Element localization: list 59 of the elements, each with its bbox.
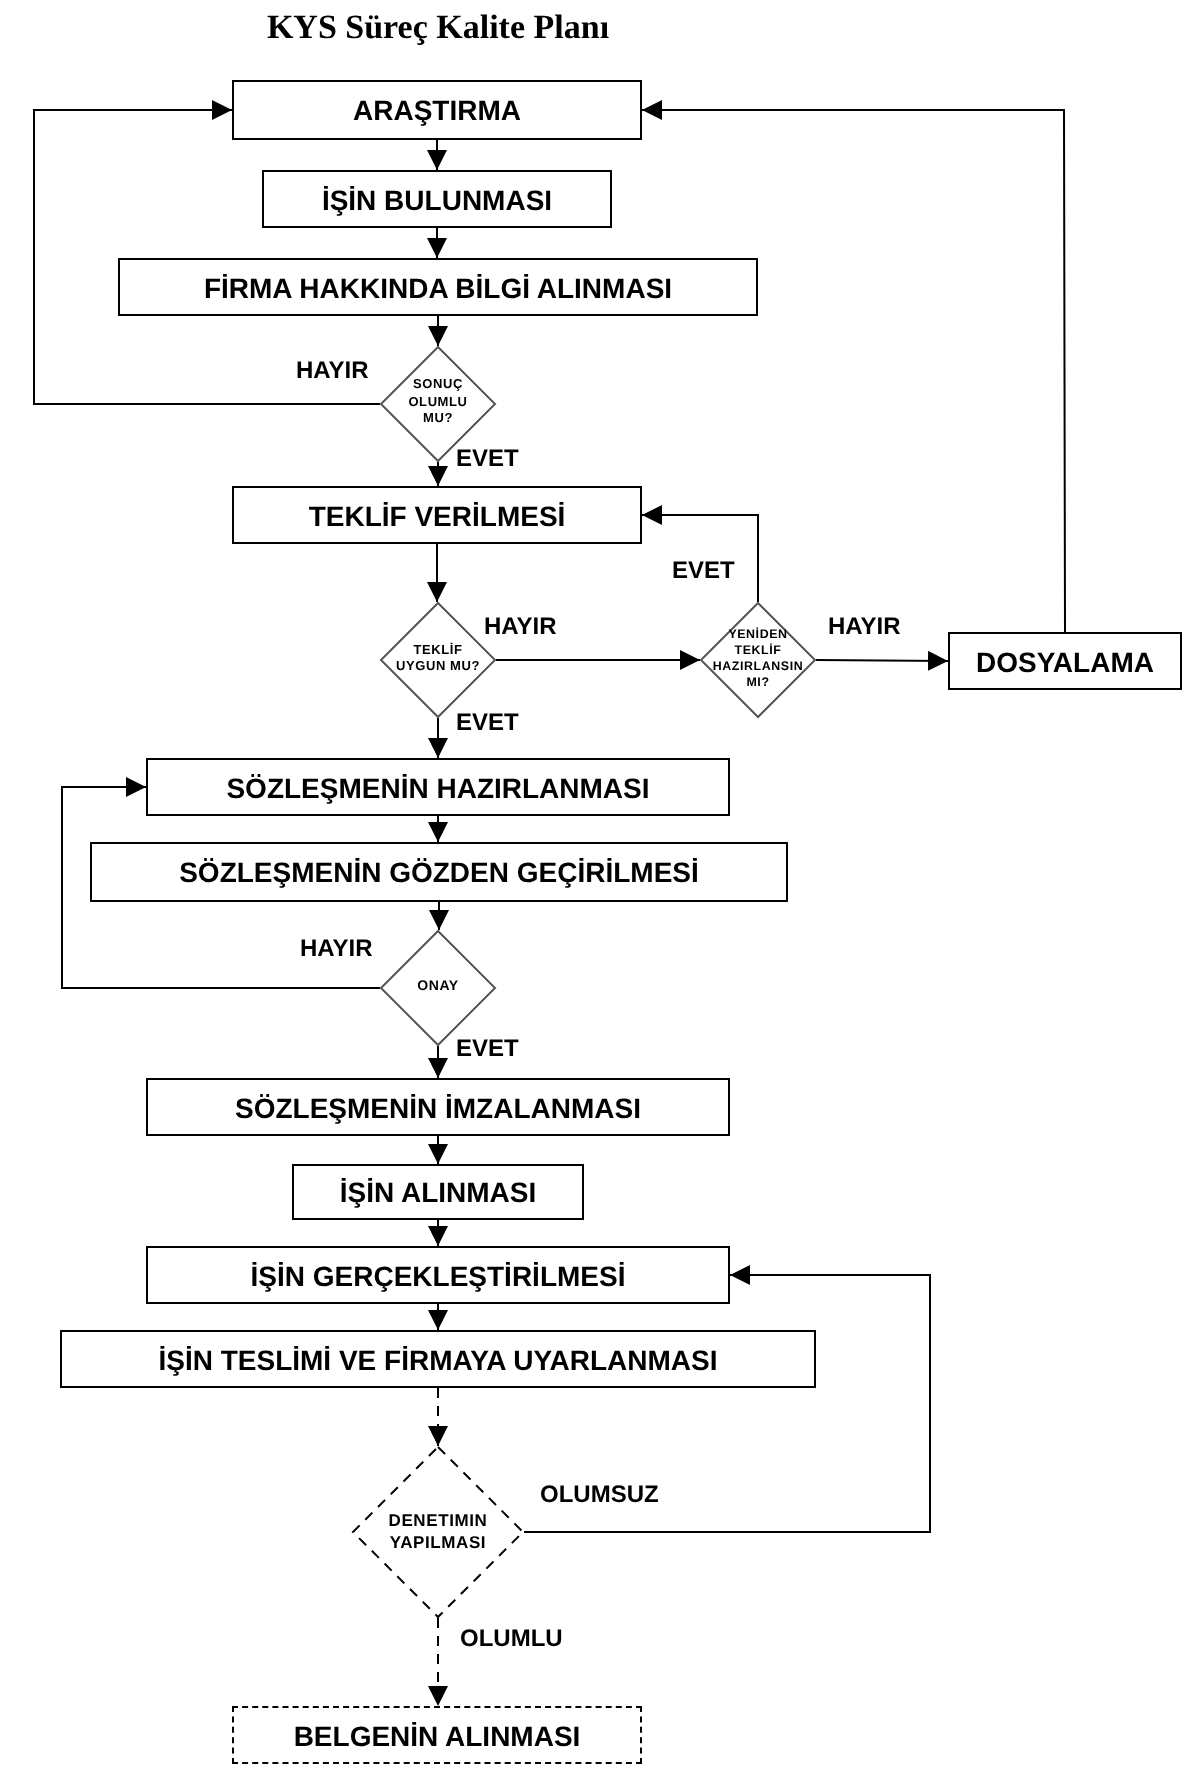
arrow [428,717,448,759]
decision-diamond [700,602,816,718]
arrow [495,650,701,670]
arrow [429,901,449,931]
edge-label: EVET [456,444,519,472]
diagram-title: KYS Süreç Kalite Planı [264,8,612,48]
arrow [428,1219,448,1247]
edge-label: HAYIR [828,612,901,640]
edge-label: HAYIR [300,934,373,962]
step-label: İŞİN GERÇEKLEŞTİRİLMESİ [250,1259,626,1291]
step-label: DOSYALAMA [976,645,1154,677]
arrow [428,1303,448,1331]
step-label: SÖZLEŞMENİN GÖZDEN GEÇİRİLMESİ [179,856,699,888]
edge-label: HAYIR [296,356,369,384]
process-box [292,1164,584,1220]
arrow [523,1265,931,1533]
step-label: İŞİN ALINMASI [339,1176,537,1208]
arrow [427,543,447,603]
process-box [118,258,758,316]
process-box [146,1246,730,1304]
process-box [60,1330,816,1388]
arrow [427,139,447,171]
decision-label: DENETIMIN YAPILMASI [386,1509,490,1555]
step-label: FİRMA HAKKINDA BİLGİ ALINMASI [203,271,673,303]
arrow [641,505,759,603]
arrow [641,100,1066,633]
decision-diamond [352,1446,524,1618]
arrow [428,815,448,843]
process-box [232,1706,642,1764]
arrow [815,650,949,671]
step-label: BELGENİN ALINMASI [293,1719,581,1751]
process-box [90,842,788,902]
arrow [428,1135,448,1165]
edge-label: EVET [456,1034,519,1062]
step-label: İŞİN BULUNMASI [321,183,553,215]
process-box [146,1078,730,1136]
step-label: SÖZLEŞMENİN HAZIRLANMASI [226,771,650,803]
arrow [428,461,448,487]
process-box [146,758,730,816]
edge-label: OLUMSUZ [540,1480,659,1508]
edge-label: EVET [456,708,519,736]
edge-label: OLUMLU [460,1624,563,1652]
arrow [61,777,381,989]
process-box [262,170,612,228]
step-label: SÖZLEŞMENİN İMZALANMASI [235,1091,641,1123]
arrow [428,1617,448,1707]
process-box [232,486,642,544]
edge-label: HAYIR [484,612,557,640]
edge-label: EVET [672,556,735,584]
process-box [232,80,642,140]
step-label: İŞİN TESLİMİ VE FİRMAYA UYARLANMASI [158,1343,718,1375]
arrow [428,1387,448,1447]
step-label: TEKLİF VERİLMESİ [308,499,566,531]
arrow [33,100,381,405]
arrow [428,1045,448,1079]
arrow [427,227,447,259]
arrow [428,315,448,347]
step-label: ARAŞTIRMA [353,94,521,126]
process-box [948,632,1182,690]
